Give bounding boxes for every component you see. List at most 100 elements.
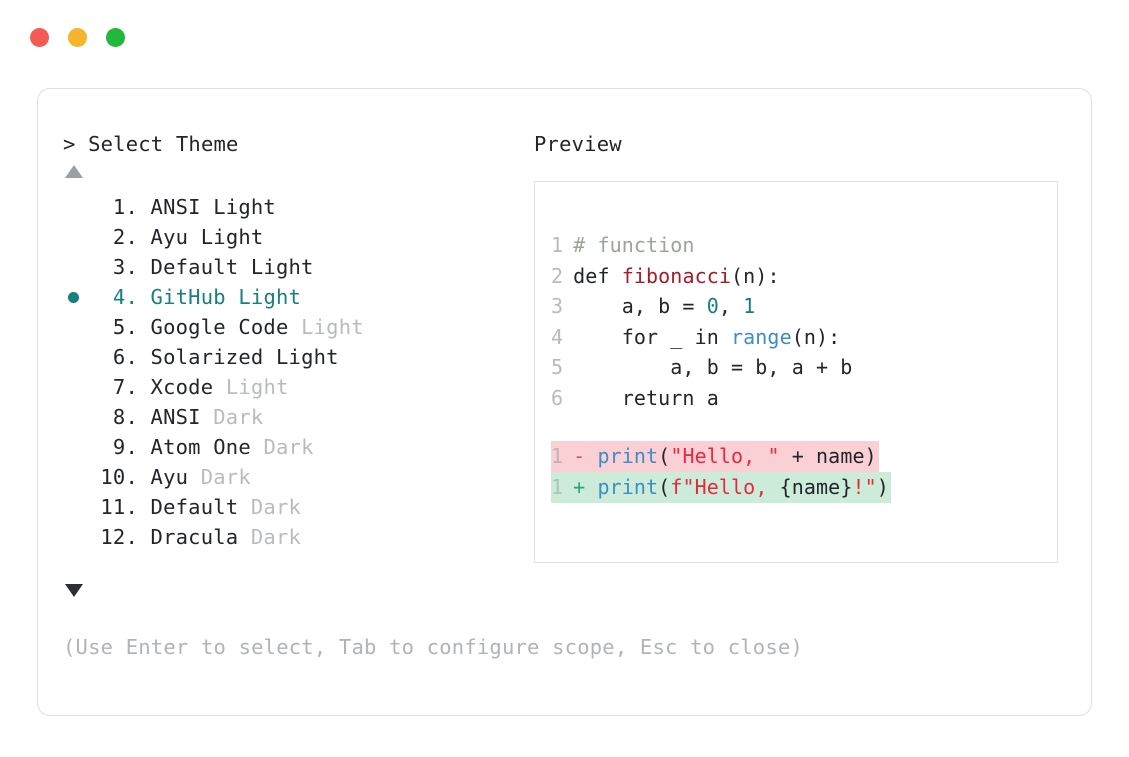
code-token-string: "Hello, " (670, 444, 780, 468)
theme-list-item[interactable]: 8. ANSI Dark (63, 402, 533, 432)
code-token-keyword: def (573, 263, 622, 288)
theme-item-variant: Dark (200, 465, 251, 489)
theme-list-item[interactable]: 2. Ayu Light (63, 222, 533, 252)
theme-item-spacer (138, 222, 151, 252)
theme-item-variant: Light (250, 255, 314, 279)
code-line-number: 1 (551, 233, 564, 257)
theme-list-item[interactable]: 7. Xcode Light (63, 372, 533, 402)
code-line: 2 def fibonacci(n): (551, 261, 1057, 292)
code-line-number: 5 (551, 355, 564, 379)
diff-highlight: 1- print("Hello, " + name) (551, 441, 879, 472)
diff-line-added: 1+ print(f"Hello, {name}!") (551, 472, 1057, 503)
theme-item-spacer (238, 492, 251, 522)
theme-item-variant: Dark (263, 435, 314, 459)
theme-item-spacer (226, 282, 239, 312)
code-token-plain: (n): (731, 263, 780, 288)
theme-item-spacer (188, 222, 201, 252)
theme-item-number: 3. (112, 255, 138, 279)
theme-item-number: 7. (112, 375, 138, 399)
code-token-call: print (597, 475, 659, 499)
theme-list-item[interactable]: 3. Default Light (63, 252, 533, 282)
theme-item-spacer (251, 432, 264, 462)
theme-item-name: ANSI (150, 405, 201, 429)
code-token-plain: ( (658, 444, 671, 468)
theme-item-spacer (138, 432, 151, 462)
scroll-down-icon[interactable] (65, 584, 83, 597)
theme-item-name: Ayu (150, 225, 189, 249)
maximize-window-icon[interactable] (106, 28, 125, 47)
theme-item-number: 8. (112, 405, 138, 429)
theme-item-spacer (213, 372, 226, 402)
theme-item-number: 6. (112, 345, 138, 369)
theme-item-spacer (138, 372, 151, 402)
theme-item-spacer (138, 402, 151, 432)
code-token-comment: # function (573, 233, 695, 257)
code-line-content: return a (573, 383, 719, 414)
theme-list-item[interactable]: 4. GitHub Light (63, 282, 533, 312)
theme-item-spacer (138, 252, 151, 282)
diff-sign-icon: + (573, 475, 598, 499)
scroll-up-icon[interactable] (65, 165, 83, 178)
diff-line-removed: 1- print("Hello, " + name) (551, 441, 1057, 472)
code-token-string: f"Hello, (670, 475, 780, 499)
code-token-func: fibonacci (621, 263, 732, 288)
theme-item-spacer (138, 522, 151, 552)
theme-item-number: 11. (100, 495, 138, 519)
theme-item-variant: Dark (250, 495, 302, 519)
diff-line-number: 1 (551, 444, 564, 468)
code-token-plain: ( (658, 475, 671, 499)
code-token-number: 0 (706, 294, 719, 318)
diff-line-number: 1 (551, 475, 564, 499)
prompt-line: > Select Theme (63, 131, 533, 157)
code-line-content: # function (573, 230, 694, 261)
theme-item-name: Solarized (150, 345, 264, 369)
theme-item-variant: Light (301, 315, 364, 339)
theme-item-spacer (138, 192, 151, 222)
code-line-content: def fibonacci(n): (573, 261, 779, 292)
theme-list-item[interactable]: 6. Solarized Light (63, 342, 533, 372)
code-token-plain: ) (876, 475, 889, 499)
close-window-icon[interactable] (30, 28, 49, 47)
theme-item-name: Google Code (150, 315, 289, 339)
preview-title: Preview (534, 132, 622, 156)
theme-list-item[interactable]: 5. Google Code Light (63, 312, 533, 342)
keyboard-hint: (Use Enter to select, Tab to configure s… (63, 635, 803, 659)
diff-highlight: 1+ print(f"Hello, {name}!") (551, 472, 891, 503)
theme-item-number: 1. (112, 195, 138, 219)
code-spacer (551, 413, 1057, 441)
code-token-plain: (n): (791, 324, 841, 349)
code-token-plain: for _ in (573, 324, 731, 349)
code-line-number: 2 (551, 263, 564, 288)
code-token-string: !" (852, 475, 877, 499)
theme-item-name: Xcode (150, 375, 214, 399)
theme-list-item[interactable]: 1. ANSI Light (63, 192, 533, 222)
minimize-window-icon[interactable] (68, 28, 87, 47)
code-token-plain: + name) (779, 444, 877, 468)
theme-item-spacer (138, 462, 151, 492)
code-line-number: 4 (551, 324, 564, 349)
theme-item-variant: Light (238, 285, 302, 309)
code-token-plain: a, b = b, a + b (573, 355, 853, 379)
theme-item-variant: Dark (250, 525, 302, 549)
theme-list-item[interactable]: 10. Ayu Dark (63, 462, 533, 492)
theme-list-item[interactable]: 11. Default Dark (63, 492, 533, 522)
code-line: 4 for _ in range(n): (551, 322, 1057, 353)
theme-item-spacer (238, 252, 251, 282)
theme-item-spacer (138, 342, 151, 372)
selection-bullet-slot (63, 291, 90, 303)
theme-item-spacer (289, 312, 302, 342)
theme-item-number: 9. (112, 435, 138, 459)
prompt-caret: > (63, 132, 89, 156)
theme-item-spacer (138, 312, 151, 342)
theme-list-item[interactable]: 9. Atom One Dark (63, 432, 533, 462)
theme-item-name: Default (150, 495, 239, 519)
theme-item-spacer (188, 462, 201, 492)
theme-item-spacer (201, 402, 214, 432)
theme-list-item[interactable]: 12. Dracula Dark (63, 522, 533, 552)
theme-item-variant: Light (225, 375, 289, 399)
code-line: 5 a, b = b, a + b (551, 352, 1057, 383)
theme-item-name: Default (150, 255, 239, 279)
